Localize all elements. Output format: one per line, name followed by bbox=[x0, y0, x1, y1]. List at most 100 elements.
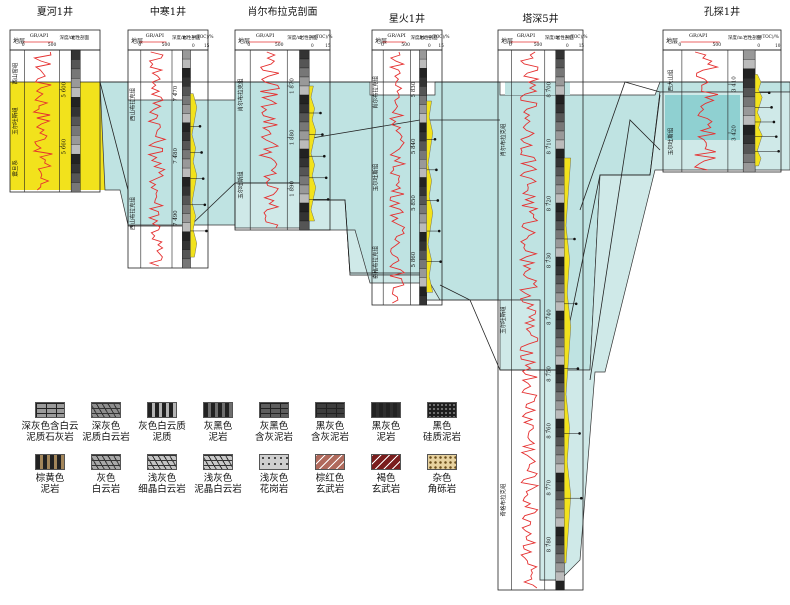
legend-item: 褐色 玄武岩 bbox=[356, 454, 416, 495]
legend-label: 黑灰色 泥岩 bbox=[371, 421, 401, 443]
header-toc-label: ω(TOC)/% bbox=[757, 34, 779, 39]
strata-label: 震旦系 bbox=[11, 160, 19, 177]
legend-label: 浅灰色 泥晶白云岩 bbox=[194, 473, 242, 495]
toc-marker-dot bbox=[439, 260, 442, 263]
legend-swatch bbox=[203, 402, 233, 418]
well-body bbox=[371, 49, 443, 306]
lithology-segment bbox=[555, 454, 565, 465]
lithology-segment bbox=[555, 193, 565, 204]
lithology-segment bbox=[299, 58, 310, 69]
lithology-segment bbox=[419, 222, 427, 233]
gr-curve bbox=[693, 51, 720, 171]
lithology-segment bbox=[555, 85, 565, 96]
lithology-segment bbox=[555, 562, 565, 573]
lithology-segment bbox=[555, 553, 565, 564]
header-gr-label: GR/API bbox=[146, 33, 164, 39]
lithology-segment bbox=[71, 49, 81, 60]
lithology-segment bbox=[743, 49, 756, 60]
depth-label: 7 480 bbox=[173, 148, 179, 164]
well-body bbox=[662, 49, 782, 173]
header-toc-label: ω(TOC)/% bbox=[311, 34, 333, 39]
toc-marker-dot bbox=[774, 135, 778, 138]
toc-marker-dot bbox=[578, 432, 581, 435]
strata-label: 西山布拉克组 bbox=[128, 197, 136, 231]
header-toc-min: 0 bbox=[428, 43, 431, 48]
header-toc-label: ω(TOC)/% bbox=[428, 34, 450, 39]
lithology-segment bbox=[555, 121, 565, 132]
kongtan-dark-band bbox=[665, 95, 740, 140]
lithology-segment bbox=[555, 535, 565, 546]
lithology-segment bbox=[555, 391, 565, 402]
correlation-fills bbox=[10, 81, 790, 581]
header-toc-label: ω(TOC)/% bbox=[566, 34, 588, 39]
toc-marker-dot bbox=[323, 154, 326, 158]
lithology-segment bbox=[299, 67, 310, 78]
header-gr-scale-max: 500 bbox=[48, 42, 57, 48]
depth-label: 8 730 bbox=[546, 252, 552, 268]
lithology-segment bbox=[182, 122, 191, 132]
depth-label: 5 600 bbox=[61, 81, 67, 97]
legend-swatch bbox=[371, 454, 401, 470]
lithology-segment bbox=[419, 104, 427, 114]
lithology-segment bbox=[555, 166, 565, 177]
lithology-segment bbox=[555, 427, 565, 438]
lithology-segment bbox=[182, 140, 191, 151]
header-gr-label: GR/API bbox=[387, 33, 405, 39]
well-name: 星火1井 bbox=[389, 12, 425, 25]
legend-item: 黑色 硅质泥岩 bbox=[412, 402, 472, 443]
lithology-segment bbox=[743, 87, 756, 98]
legend-label: 褐色 玄武岩 bbox=[371, 473, 401, 495]
lithology-segment bbox=[182, 58, 191, 69]
header-gr-label: GR/API bbox=[689, 33, 707, 39]
lithology-segment bbox=[555, 436, 565, 447]
lithology-segment bbox=[555, 337, 565, 348]
legend-swatch bbox=[427, 402, 457, 418]
lithology-segment bbox=[299, 112, 310, 123]
legend-swatch bbox=[259, 454, 289, 470]
header-lith-label: 岩性剖面 bbox=[743, 34, 761, 41]
lithology-segment bbox=[71, 87, 81, 98]
lithology-segment bbox=[419, 122, 427, 133]
toc-marker-dot bbox=[574, 302, 578, 306]
header-lith-label: 岩性剖面 bbox=[300, 34, 318, 41]
header-depth-label: 深度/m bbox=[172, 34, 188, 41]
lithology-segment bbox=[182, 49, 191, 60]
lithology-segment bbox=[182, 249, 191, 260]
lithology-segment bbox=[182, 167, 191, 178]
lithology-segment bbox=[743, 106, 756, 116]
toc-marker-dot bbox=[201, 177, 205, 180]
header-toc-min: 0 bbox=[192, 43, 195, 48]
depth-label: 1 880 bbox=[289, 129, 295, 145]
lithology-segment bbox=[182, 113, 191, 123]
depth-label: 3 420 bbox=[732, 125, 738, 141]
header-gr-scale-max: 500 bbox=[162, 42, 171, 48]
header-toc-max: 15 bbox=[325, 43, 331, 48]
header-strata-label: 地层 bbox=[131, 37, 143, 45]
lithology-segment bbox=[299, 157, 310, 168]
legend-item: 灰黑色 泥岩 bbox=[188, 402, 248, 443]
legend-label: 灰黑色 含灰泥岩 bbox=[254, 421, 293, 443]
legend-label: 棕黄色 泥岩 bbox=[35, 473, 65, 495]
toc-marker-dot bbox=[200, 151, 203, 154]
lithology-segment bbox=[299, 184, 310, 195]
kongtan-link-line bbox=[579, 81, 661, 211]
depth-label: 5 840 bbox=[411, 138, 417, 154]
toc-marker-dot bbox=[435, 168, 438, 172]
lithology-segment bbox=[419, 159, 427, 169]
lithology-segment bbox=[419, 150, 427, 160]
legend-item: 黑灰色 泥岩 bbox=[356, 402, 416, 443]
strata-label: 玉尔吐斯组 bbox=[237, 171, 245, 199]
toc-marker-dot bbox=[576, 367, 580, 370]
toc-curve bbox=[426, 100, 434, 293]
lithology-segment bbox=[71, 182, 81, 193]
legend-label: 黑灰色 含灰泥岩 bbox=[310, 421, 349, 443]
gr-curve bbox=[388, 51, 407, 304]
lithology-segment bbox=[299, 85, 310, 96]
lithology-segment bbox=[555, 355, 565, 366]
lithology-segment bbox=[555, 103, 565, 114]
